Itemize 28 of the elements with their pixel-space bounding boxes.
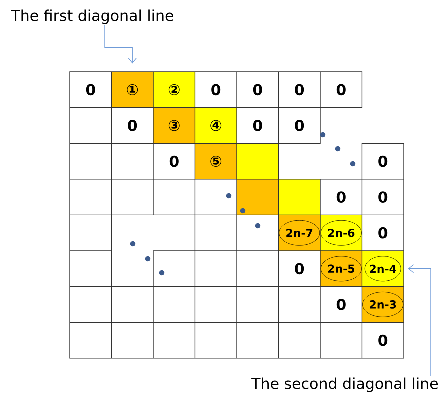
cell-text: 0 xyxy=(336,84,346,96)
cell-text: 0 xyxy=(295,120,304,132)
cell-text: 0 xyxy=(336,192,346,203)
caption-text: The first diagonal line xyxy=(11,10,174,24)
cell-text: ④ xyxy=(210,120,222,132)
cell-text: ⑤ xyxy=(210,156,222,167)
cell-text: 0 xyxy=(170,156,179,168)
cell-text: 0 xyxy=(253,84,262,96)
cell-text: 0 xyxy=(378,156,388,168)
oval-label: 2n-7 xyxy=(279,220,320,246)
cell-text: 0 xyxy=(295,84,304,96)
highlight-cell: 2n-4 xyxy=(362,251,404,287)
leader-arrow xyxy=(408,264,432,377)
cell-text: 0 xyxy=(336,299,346,310)
cell-text: 0 xyxy=(378,334,388,346)
leader-arrow xyxy=(104,25,137,64)
cell-text: 0 xyxy=(253,120,262,132)
highlight-cell: ① xyxy=(112,72,154,108)
cell-text: 0 xyxy=(212,84,221,96)
cell-text: 0 xyxy=(86,84,96,96)
cell-text: ② xyxy=(168,84,180,96)
cell-text: ③ xyxy=(168,120,180,132)
oval-label: 2n-3 xyxy=(362,292,404,318)
cell-text: 0 xyxy=(378,192,388,203)
oval-label: 2n-6 xyxy=(320,220,362,246)
caption-text: The second diagonal line xyxy=(252,378,438,392)
cell-text: 0 xyxy=(295,263,304,275)
oval-label: 2n-5 xyxy=(320,256,362,282)
